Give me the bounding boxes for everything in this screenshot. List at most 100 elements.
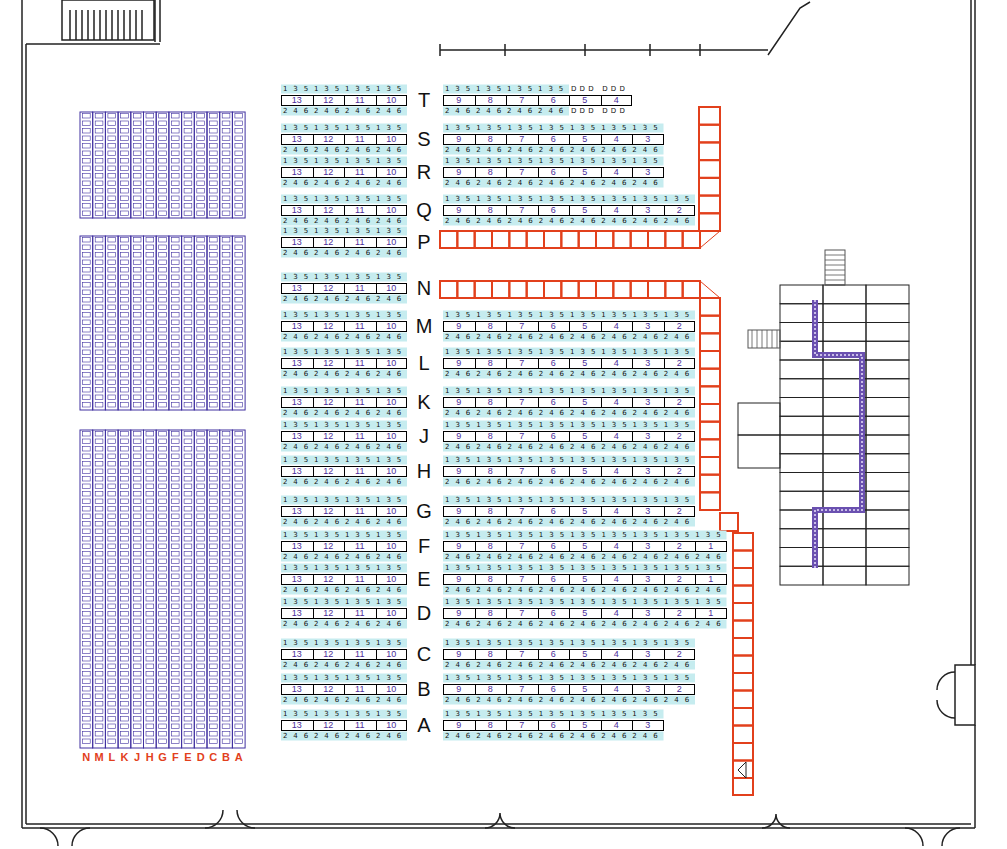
column-letter: G [158,751,167,763]
box-cell [108,403,116,408]
block-divider [506,721,507,730]
box-cell [235,298,243,303]
platform-cell [579,281,596,298]
box-cell [95,499,103,504]
block-divider [344,168,345,177]
box-cell [146,159,154,164]
wall [26,43,160,45]
seat-highlight [281,478,407,487]
box-cell [222,724,230,729]
section-number: 4 [614,168,619,177]
box-cell [222,129,230,134]
block-divider [538,206,539,215]
box-cell [235,499,243,504]
seat-highlight [281,710,407,719]
block-divider [569,398,570,407]
door-swing [937,672,955,718]
section-number: 10 [386,467,396,476]
box-cell [222,567,230,572]
platform-cell [700,298,720,316]
box-column [194,112,207,218]
section-number: 13 [292,96,302,105]
box-cell [133,529,141,534]
box-cell [235,238,243,243]
block-divider [344,284,345,293]
box-cell [235,687,243,692]
box-cell [133,253,141,258]
seat-highlight [281,85,407,94]
box-cell [159,574,167,579]
step-line [825,255,845,256]
box-cell [83,343,91,348]
platform-cell [733,778,753,795]
seat-numbers: 1 3 5 1 3 5 1 3 5 1 3 5 [283,195,403,203]
seat-highlight [443,311,695,320]
box-column [93,430,106,748]
box-cell [171,724,179,729]
box-cell [159,151,167,156]
block-divider [313,432,314,441]
box-cell [210,462,218,467]
box-cell [235,121,243,126]
block-divider [376,721,377,730]
box-cell [121,529,129,534]
section-number: 9 [456,135,461,144]
box-cell [108,627,116,632]
box-cell [171,649,179,654]
platform-cell [544,231,561,248]
box-cell [159,253,167,258]
box-cell [146,627,154,632]
box-cell [121,358,129,363]
box-cell [222,238,230,243]
box-cell [235,253,243,258]
box-cell [210,484,218,489]
section-bar: 98765432 [443,358,695,369]
section-number: 8 [488,322,493,331]
box-cell [222,694,230,699]
box-cell [171,469,179,474]
box-cell [146,238,154,243]
platform-cell [733,586,753,604]
section-number: 10 [386,685,396,694]
section-number: 11 [355,135,364,144]
box-cell [83,388,91,393]
seat-highlight [443,598,727,607]
block-divider [313,685,314,694]
section-number: 3 [645,467,650,476]
section-number: 10 [386,96,396,105]
section-bar: 98765432 [443,684,695,695]
row-letter: D [417,603,431,623]
seat-numbers: 1 3 5 1 3 5 1 3 5 1 3 5 1 3 5 1 3 5 1 3 … [445,674,691,682]
block-divider [632,322,633,331]
box-cell [210,724,218,729]
box-cell [83,679,91,684]
block-divider [376,542,377,551]
section-number: 1 [708,609,713,618]
box-cell [121,672,129,677]
block-divider [569,432,570,441]
section-number: 2 [677,685,682,694]
box-cell [146,174,154,179]
section-number: 12 [323,206,333,215]
box-cell [95,694,103,699]
box-cell [171,350,179,355]
box-cell [171,268,179,273]
box-cell [210,612,218,617]
box-cell [146,672,154,677]
box-cell [121,514,129,519]
section-number: 13 [292,322,302,331]
box-cell [146,144,154,149]
box-cell [133,454,141,459]
box-cell [121,159,129,164]
box-cell [121,567,129,572]
box-cell [159,174,167,179]
block-divider [376,398,377,407]
seat-highlight [281,107,407,116]
box-cell [171,245,179,250]
box-cell [159,275,167,280]
section-number: 7 [519,206,524,215]
box-cell [197,529,205,534]
platform-cell [665,231,682,248]
seat-highlight [443,586,727,595]
block-divider [569,135,570,144]
